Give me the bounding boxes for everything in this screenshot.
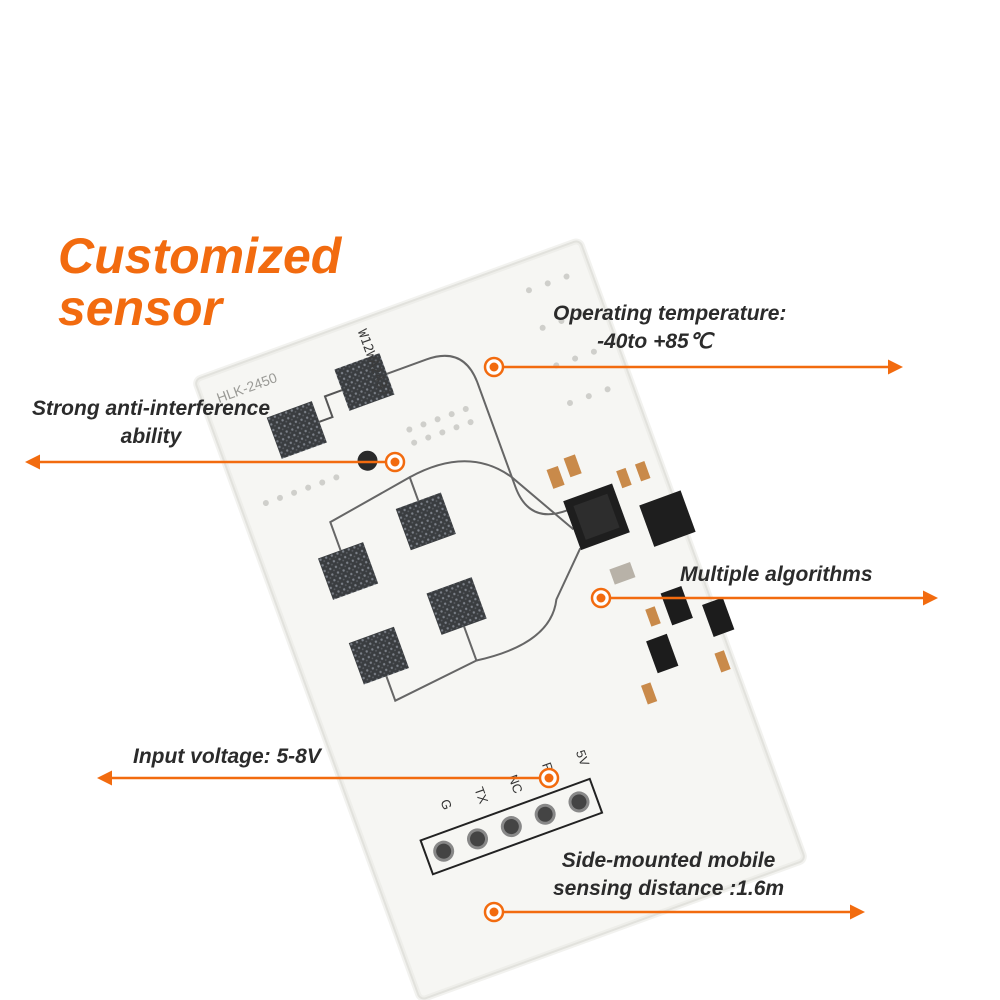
distance-line-1: Side-mounted mobile xyxy=(561,849,776,872)
rx-antenna-pads xyxy=(318,460,582,703)
voltage-text: Input voltage: 5-8V xyxy=(133,745,321,768)
interference-line-2: ability xyxy=(120,425,182,448)
temperature-dot-icon xyxy=(483,356,505,378)
pcb-board xyxy=(193,238,807,1000)
algorithms-text: Multiple algorithms xyxy=(680,563,873,586)
voltage-callout: Input voltage: 5-8V xyxy=(133,743,321,771)
tx-antenna-pads xyxy=(266,353,395,459)
chip-components xyxy=(546,454,735,705)
pin-header xyxy=(419,777,604,876)
distance-callout: Side-mounted mobile sensing distance :1.… xyxy=(553,847,784,903)
pin-label-g: G xyxy=(438,797,456,812)
page-title: Customized sensor xyxy=(58,230,341,334)
distance-dot-icon xyxy=(483,901,505,923)
temperature-line-2: -40to +85℃ xyxy=(597,330,713,353)
algorithms-dot-icon xyxy=(590,587,612,609)
temperature-line-1: Operating temperature: xyxy=(553,302,787,325)
interference-dot-icon xyxy=(384,451,406,473)
pin-label-5v: 5V xyxy=(573,748,593,768)
temperature-callout: Operating temperature: -40to +85℃ xyxy=(553,300,786,356)
algorithms-callout: Multiple algorithms xyxy=(680,561,873,589)
distance-line-2: sensing distance :1.6m xyxy=(553,877,785,900)
interference-line-1: Strong anti-interference xyxy=(32,397,271,420)
title-line-2: sensor xyxy=(58,280,222,336)
interference-callout: Strong anti-interference ability xyxy=(32,395,270,451)
title-line-1: Customized xyxy=(58,228,342,284)
pin-label-tx: TX xyxy=(471,785,491,806)
voltage-dot-icon xyxy=(538,767,560,789)
